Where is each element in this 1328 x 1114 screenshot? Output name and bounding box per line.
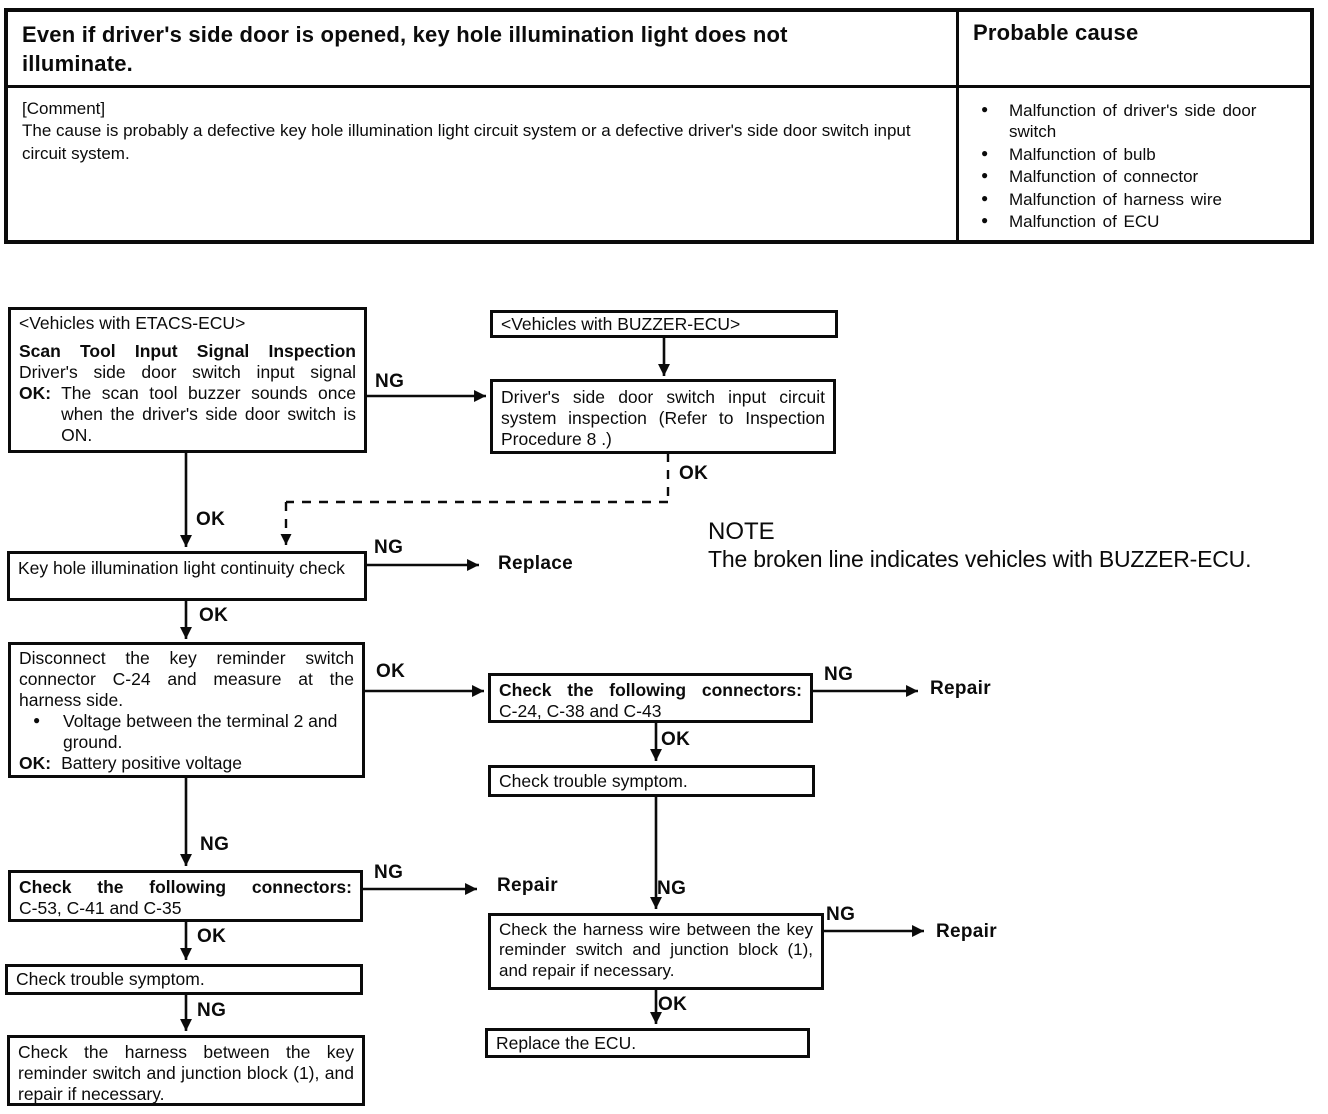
replace-label: Replace (498, 553, 573, 574)
repair-label: Repair (497, 875, 558, 896)
comment-text: The cause is probably a defective key ho… (22, 121, 911, 163)
connectors-right-box: Check the following connectors: C-24, C-… (488, 673, 813, 723)
disconnect-reminder-switch-box: Disconnect the key reminder switch conne… (8, 642, 365, 778)
replace-ecu-box: Replace the ECU. (485, 1028, 810, 1058)
buzzer-ecu-box: <Vehicles with BUZZER-ECU> (490, 310, 838, 338)
etacs-ok-text: The scan tool buzzer sounds once when th… (61, 383, 356, 445)
disconnect-text: Disconnect the key reminder switch conne… (19, 648, 354, 710)
trouble-symptom-left-text: Check trouble symptom. (16, 969, 205, 989)
cause-item: Malfunction of ECU (973, 211, 1296, 232)
probable-cause-header-cell: Probable cause (956, 12, 1310, 88)
buzzer-header: <Vehicles with BUZZER-ECU> (501, 313, 741, 334)
door-switch-inspection-box: Driver's side door switch input circuit … (490, 379, 836, 454)
harness-wire-right-box: Check the harness wire between the key r… (488, 913, 824, 990)
bullet-item: Voltage between the terminal 2 and groun… (19, 711, 354, 753)
keyhole-continuity-box: Key hole illumination light continuity c… (7, 551, 367, 601)
cause-item: Malfunction of harness wire (973, 189, 1296, 210)
trouble-symptom-left-box: Check trouble symptom. (5, 964, 363, 995)
door-switch-inspection-text: Driver's side door switch input circuit … (501, 387, 825, 449)
etacs-header: <Vehicles with ETACS-ECU> (19, 313, 246, 333)
ng-label: NG (826, 904, 856, 925)
ok-label: OK (197, 926, 227, 947)
comment-cell: [Comment] The cause is probably a defect… (8, 88, 956, 241)
cause-item: Malfunction of bulb (973, 144, 1296, 165)
comment-label: [Comment] (22, 99, 106, 118)
connectors-left-items: C-53, C-41 and C-35 (19, 898, 182, 918)
replace-ecu-text: Replace the ECU. (496, 1032, 637, 1053)
cause-item: Malfunction of connector (973, 166, 1296, 187)
connectors-right-title: Check the following connectors: (499, 680, 802, 700)
trouble-symptom-right-text: Check trouble symptom. (499, 770, 688, 791)
keyhole-continuity-text: Key hole illumination light continuity c… (18, 558, 345, 578)
connectors-left-title: Check the following connectors: (19, 877, 352, 897)
ng-label: NG (200, 834, 230, 855)
ok-label: OK (661, 729, 691, 750)
ng-label: NG (374, 537, 404, 558)
harness-wire-right-text: Check the harness wire between the key r… (499, 920, 813, 980)
ng-label: NG (824, 664, 854, 685)
ng-label: NG (375, 371, 405, 392)
ng-label: NG (374, 862, 404, 883)
probable-cause-title: Probable cause (973, 20, 1139, 45)
repair-label: Repair (930, 678, 991, 699)
ok-prefix: OK: (19, 753, 52, 773)
ng-label: NG (197, 1000, 227, 1021)
disconnect-ok-text: Battery positive voltage (61, 753, 243, 773)
probable-cause-list-cell: Malfunction of driver's side door switch… (956, 88, 1310, 242)
cause-list: Malfunction of driver's side door switch… (973, 100, 1296, 232)
connectors-left-box: Check the following connectors: C-53, C-… (8, 870, 363, 922)
symptom-table: Even if driver's side door is opened, ke… (4, 8, 1314, 244)
ok-label: OK (679, 463, 709, 484)
ok-label: OK (196, 509, 226, 530)
ng-label: NG (657, 878, 687, 899)
disconnect-bullets: Voltage between the terminal 2 and groun… (19, 711, 354, 753)
symptom-title: Even if driver's side door is opened, ke… (22, 22, 788, 77)
harness-left-box: Check the harness between the key remind… (7, 1035, 365, 1106)
symptom-cell: Even if driver's side door is opened, ke… (8, 12, 956, 88)
note-text: The broken line indicates vehicles with … (708, 545, 1252, 572)
note-block: NOTE The broken line indicates vehicles … (708, 518, 1318, 573)
trouble-symptom-right-box: Check trouble symptom. (488, 765, 815, 797)
note-title: NOTE (708, 518, 775, 545)
etacs-title: Scan Tool Input Signal Inspection (19, 341, 356, 361)
repair-label: Repair (936, 921, 997, 942)
harness-left-text: Check the harness between the key remind… (18, 1042, 354, 1104)
etacs-line: Driver's side door switch input signal (19, 362, 356, 382)
ok-prefix: OK: (19, 383, 52, 403)
cause-item: Malfunction of driver's side door switch (973, 100, 1296, 143)
ok-label: OK (658, 994, 688, 1015)
etacs-scan-tool-box: <Vehicles with ETACS-ECU> Scan Tool Inpu… (8, 307, 367, 453)
ok-label: OK (376, 661, 406, 682)
ok-label: OK (199, 605, 229, 626)
connectors-right-items: C-24, C-38 and C-43 (499, 701, 662, 721)
